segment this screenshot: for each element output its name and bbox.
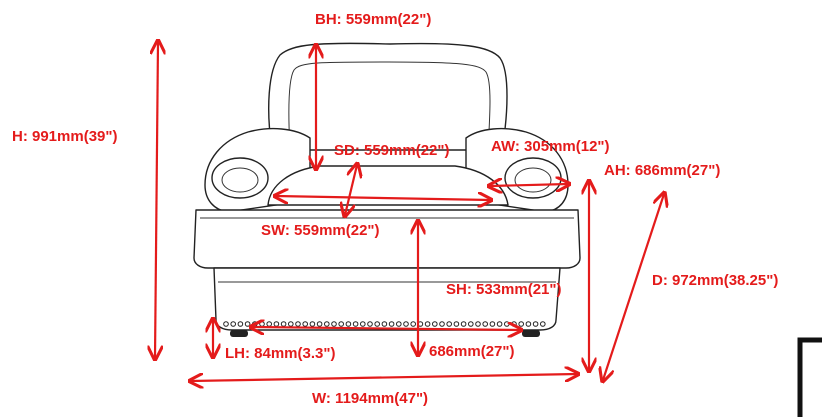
- nailhead: [388, 321, 395, 327]
- ah-label: AH: 686mm(27"): [604, 162, 720, 179]
- nailhead: [273, 321, 280, 327]
- nailhead: [511, 321, 517, 327]
- nailhead: [280, 321, 287, 327]
- nailhead: [446, 321, 453, 327]
- nailhead: [432, 321, 438, 327]
- seat-depth-arrow: [252, 327, 520, 330]
- chair-back-inner: [288, 61, 491, 151]
- nailhead: [403, 321, 409, 327]
- nailhead: [518, 321, 525, 327]
- nailhead: [266, 321, 273, 327]
- lh-label: LH: 84mm(3.3"): [225, 345, 335, 362]
- nailhead: [324, 321, 330, 327]
- sd-label: SD: 559mm(22"): [334, 142, 450, 159]
- nailhead: [489, 321, 496, 327]
- h-arrow: [155, 42, 158, 358]
- nailhead: [475, 321, 481, 327]
- nailhead: [532, 321, 539, 327]
- nailhead: [396, 321, 402, 327]
- left-leg: [230, 330, 248, 337]
- nailhead: [496, 321, 503, 327]
- d-arrow: [603, 194, 664, 380]
- front-panel: [193, 209, 581, 269]
- nailhead: [223, 321, 229, 327]
- w-arrow: [191, 374, 577, 381]
- dimension-labels: BH: 559mm(22") H: 991mm(39") SD: 559mm(2…: [12, 11, 778, 407]
- nailhead: [410, 321, 417, 327]
- nailhead: [540, 321, 546, 327]
- nailhead: [230, 321, 236, 327]
- nailhead: [309, 321, 316, 327]
- nailhead: [331, 321, 337, 327]
- nailhead: [424, 321, 431, 327]
- nailhead: [360, 321, 366, 327]
- sw-arrow: [276, 196, 490, 200]
- nailhead: [288, 321, 294, 327]
- dimension-arrows: [155, 42, 664, 381]
- nailhead: [525, 321, 532, 327]
- chair-back: [268, 42, 508, 151]
- nailhead: [237, 321, 244, 327]
- nailhead: [381, 321, 388, 327]
- seat-depth-total-label: 686mm(27"): [429, 343, 515, 360]
- nailhead: [460, 321, 467, 327]
- corner-frame: [797, 337, 822, 417]
- nailhead: [453, 321, 460, 327]
- d-label: D: 972mm(38.25"): [652, 272, 778, 289]
- nailhead: [367, 321, 373, 327]
- nailhead: [482, 321, 489, 327]
- sh-label: SH: 533mm(21"): [446, 281, 562, 298]
- nailhead: [244, 321, 251, 327]
- nailhead: [316, 321, 323, 327]
- nailhead: [504, 321, 510, 327]
- nailhead: [252, 321, 258, 327]
- aw-arrow: [490, 184, 568, 186]
- chair-base: [213, 267, 561, 331]
- sw-label: SW: 559mm(22"): [261, 222, 380, 239]
- nailhead: [295, 321, 301, 327]
- nailhead: [468, 321, 474, 327]
- nailhead: [345, 321, 352, 327]
- aw-label: AW: 305mm(12"): [491, 138, 610, 155]
- nailhead: [352, 321, 359, 327]
- h-label: H: 991mm(39"): [12, 128, 117, 145]
- w-label: W: 1194mm(47"): [312, 390, 428, 407]
- nailhead: [302, 321, 309, 327]
- left-arm-roll-inner: [221, 167, 259, 193]
- nailhead: [374, 321, 381, 327]
- nailhead: [259, 321, 265, 327]
- right-leg: [522, 330, 540, 337]
- nailhead: [338, 321, 345, 327]
- nailhead: [439, 321, 445, 327]
- bh-label: BH: 559mm(22"): [315, 11, 431, 28]
